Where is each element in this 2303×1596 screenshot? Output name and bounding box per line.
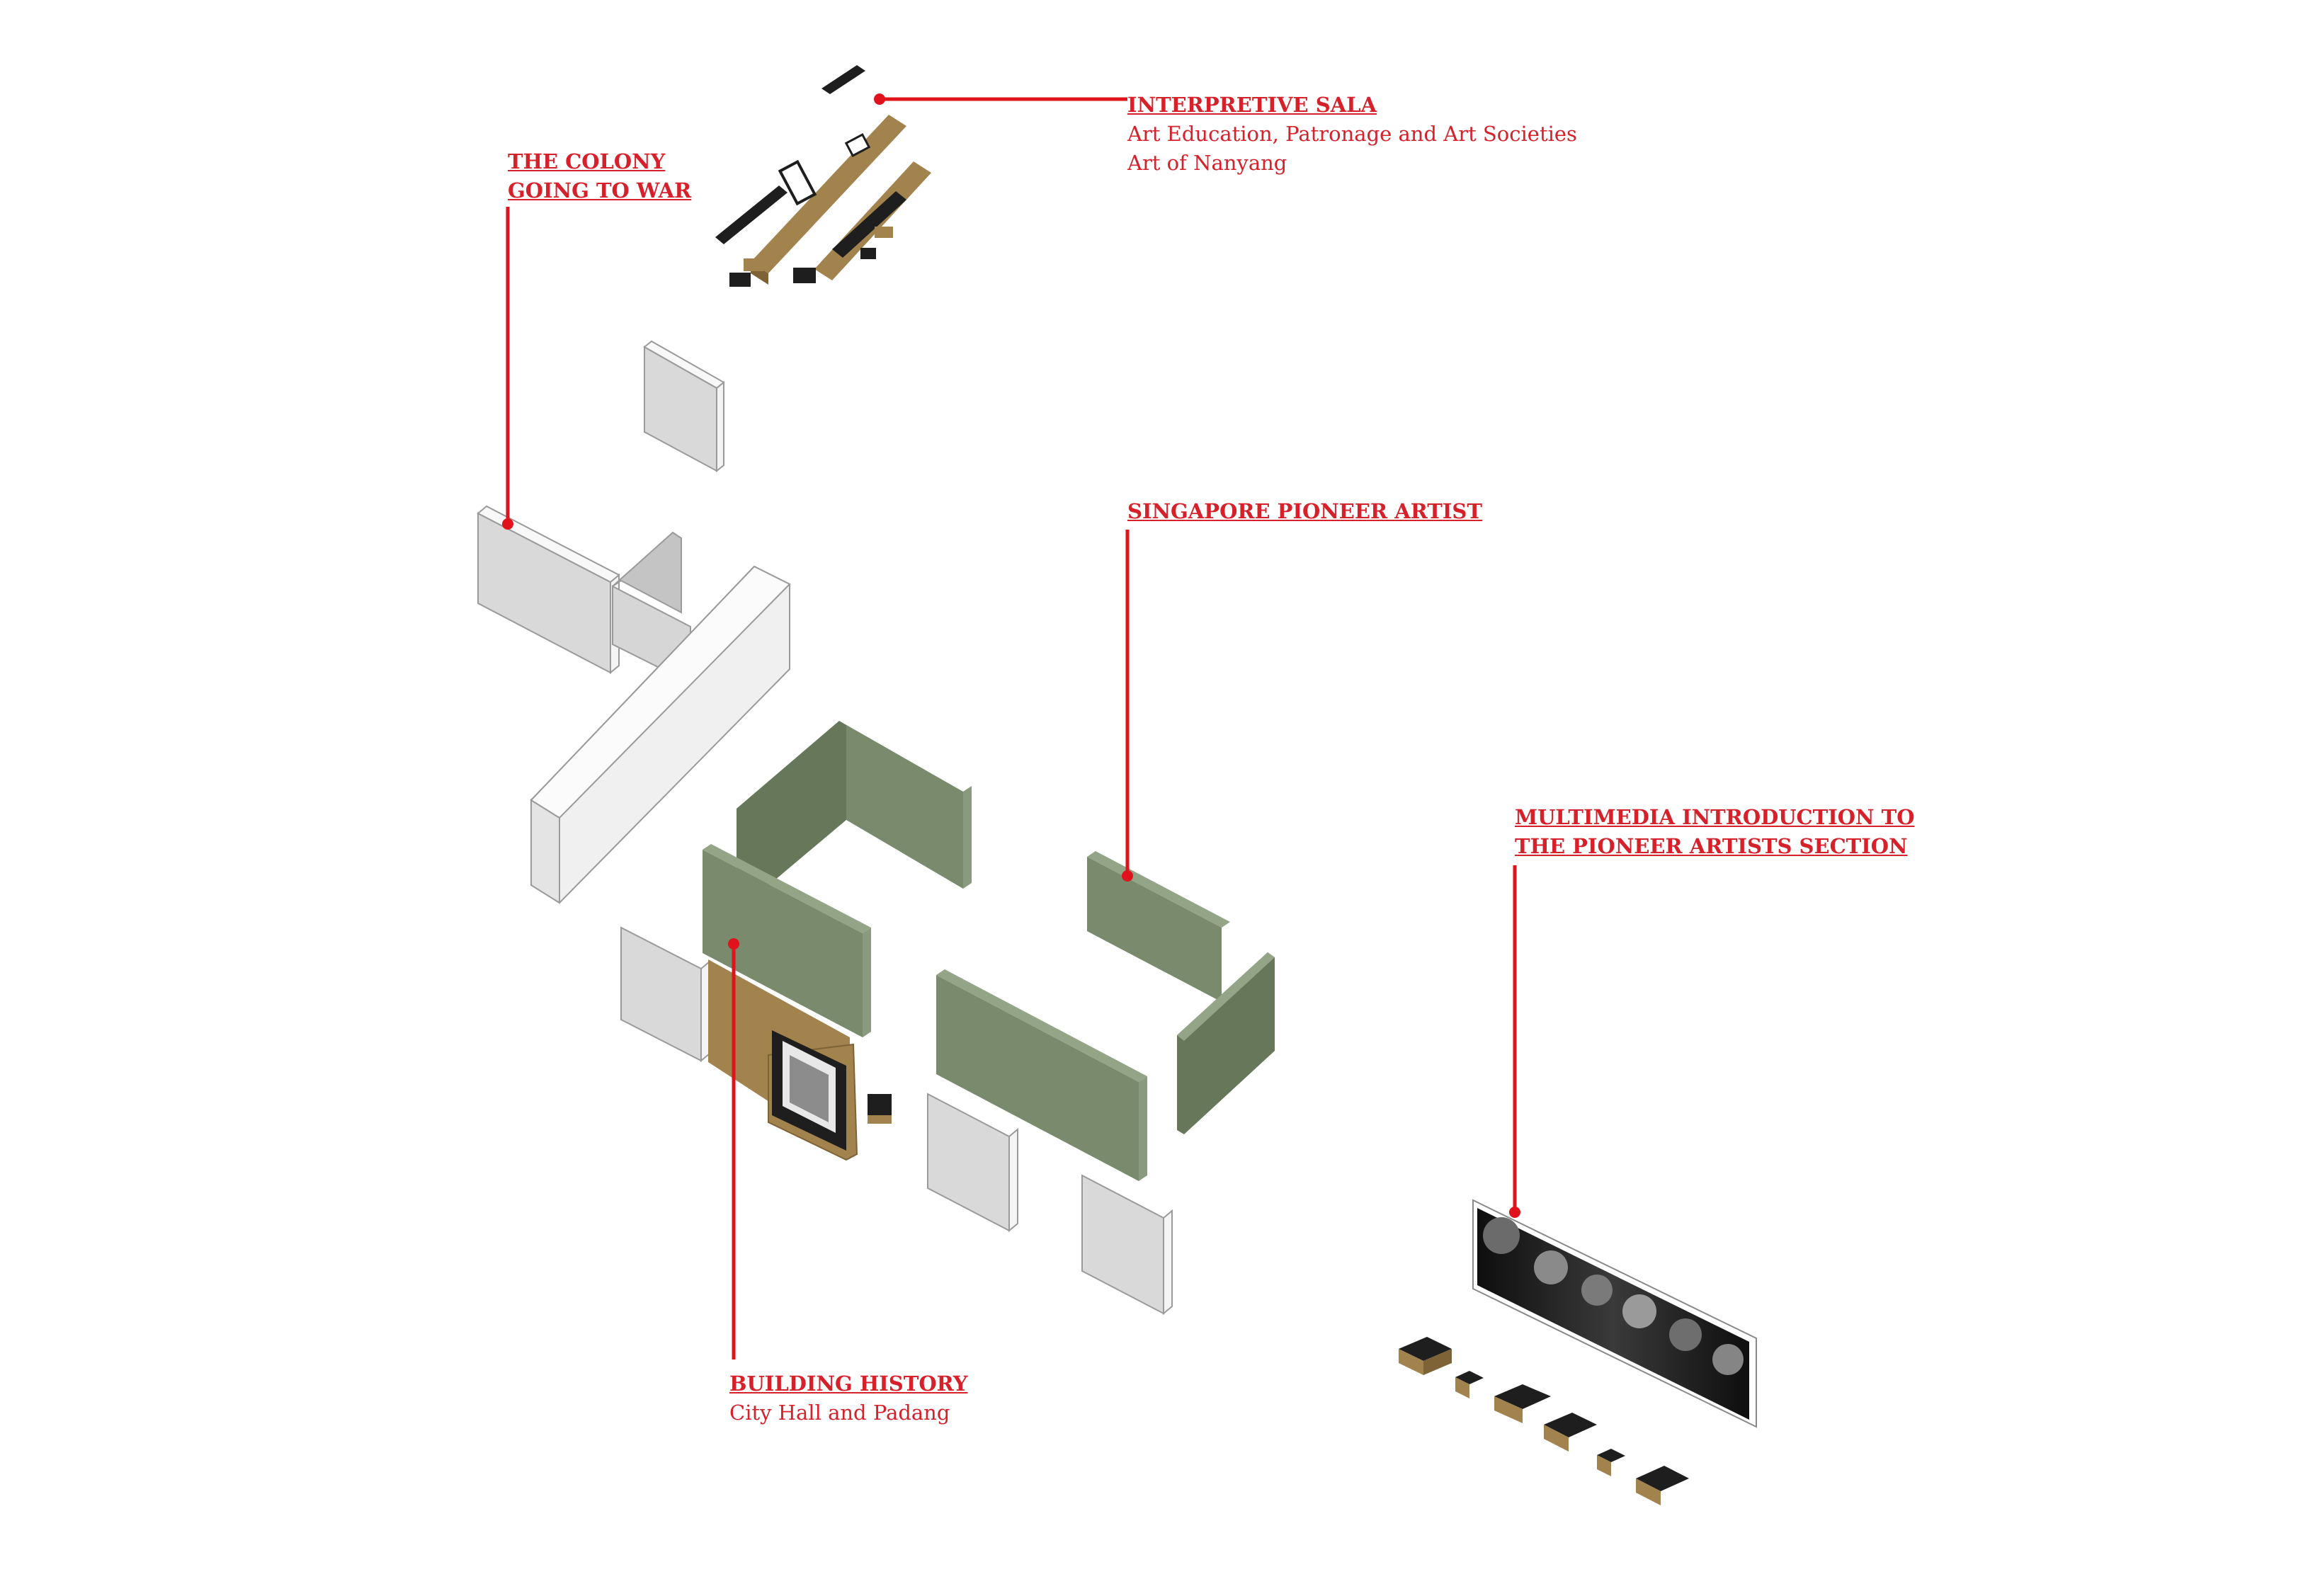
long-wall-top — [530, 565, 791, 819]
green-wall-top — [1177, 952, 1275, 1041]
return-wall-side — [612, 531, 682, 614]
label-line: Art of Nanyang — [1127, 151, 1287, 175]
seat-box-side — [1423, 1349, 1452, 1375]
seat-box-top — [1455, 1371, 1484, 1384]
white-panel-edge — [1163, 1209, 1173, 1316]
seat-box-top — [1544, 1413, 1597, 1437]
green-wall-top — [1087, 851, 1230, 928]
label-title: THE PIONEER ARTISTS SECTION — [1515, 834, 1908, 858]
sala-bench-dark — [715, 186, 787, 244]
green-wall-edge — [963, 786, 972, 889]
leader-dot-multimedia — [1509, 1207, 1520, 1218]
white-panels — [477, 340, 1173, 1316]
leader-dot-colony — [502, 518, 513, 530]
seat-box-side — [1597, 1455, 1611, 1476]
seat-box-top — [1399, 1337, 1452, 1361]
white-panel-face — [1081, 1174, 1164, 1315]
sala-block — [744, 258, 763, 271]
leader-dot-pioneer — [1122, 870, 1133, 882]
seat-box-top — [1597, 1449, 1625, 1462]
sala-bench-dark — [821, 65, 865, 94]
portrait — [1712, 1344, 1744, 1375]
label-title: MULTIMEDIA INTRODUCTION TO — [1515, 805, 1915, 829]
sala-bench-dark — [832, 191, 906, 258]
interpretive-sala-furniture — [715, 65, 931, 287]
seat-box-side — [1494, 1396, 1523, 1423]
leader-lines — [502, 93, 1520, 1360]
portrait — [1534, 1250, 1568, 1284]
seat-box-side — [1455, 1377, 1469, 1398]
green-wall-top — [703, 844, 871, 933]
sala-block — [729, 273, 751, 287]
portrait — [1669, 1318, 1702, 1351]
green-wall — [737, 721, 846, 906]
label-title: BUILDING HISTORY — [729, 1372, 968, 1396]
green-wall — [703, 850, 863, 1037]
label-interpretive-sala: INTERPRETIVE SALA Art Education, Patrona… — [1127, 91, 1577, 178]
green-wall-top — [936, 969, 1147, 1082]
green-wall-edge — [1139, 1076, 1147, 1181]
label-singapore-pioneer-artist: SINGAPORE PIONEER ARTIST — [1127, 497, 1482, 526]
leader-dot-sala — [874, 93, 885, 105]
seat-box-side — [1636, 1478, 1661, 1505]
multimedia-screen — [1472, 1199, 1757, 1428]
sala-block — [793, 268, 816, 283]
green-wall-edge — [863, 928, 871, 1037]
label-title: SINGAPORE PIONEER ARTIST — [1127, 499, 1482, 523]
building-history-exhibit — [708, 959, 892, 1161]
white-panel-face — [927, 1093, 1010, 1232]
green-walls — [703, 721, 1275, 1181]
sala-screen — [778, 159, 817, 206]
seating-boxes — [1399, 1337, 1689, 1505]
seat-box-side — [1544, 1425, 1569, 1452]
label-building-history: BUILDING HISTORY City Hall and Padang — [729, 1369, 968, 1427]
label-line: City Hall and Padang — [729, 1401, 950, 1425]
label-title: GOING TO WAR — [508, 178, 692, 203]
portrait — [1622, 1294, 1656, 1328]
white-panel-edge — [716, 380, 724, 473]
white-panel-face — [620, 926, 702, 1062]
label-title: INTERPRETIVE SALA — [1127, 93, 1377, 117]
sala-platform-top — [751, 115, 906, 273]
sala-block — [860, 248, 876, 259]
sala-display — [844, 133, 871, 157]
green-wall — [839, 721, 963, 889]
seat-box-top — [1636, 1466, 1689, 1491]
sala-block — [875, 227, 893, 238]
history-pedestal-base — [868, 1115, 892, 1124]
history-image — [790, 1055, 829, 1122]
label-title: THE COLONY — [508, 149, 666, 173]
portrait — [1483, 1217, 1520, 1254]
portrait — [1581, 1275, 1613, 1306]
green-wall — [936, 975, 1139, 1181]
white-panel-edge — [1008, 1127, 1018, 1233]
white-panel-top — [643, 340, 725, 389]
green-wall — [1087, 857, 1222, 1002]
label-the-colony: THE COLONY GOING TO WAR — [508, 147, 691, 205]
label-line: Art Education, Patronage and Art Societi… — [1127, 122, 1577, 146]
green-wall — [1177, 952, 1275, 1134]
leader-dot-building — [728, 938, 739, 950]
seat-box-top — [1494, 1384, 1551, 1409]
seat-box-side — [1399, 1349, 1423, 1375]
label-multimedia-introduction: MULTIMEDIA INTRODUCTION TO THE PIONEER A… — [1515, 803, 1914, 861]
